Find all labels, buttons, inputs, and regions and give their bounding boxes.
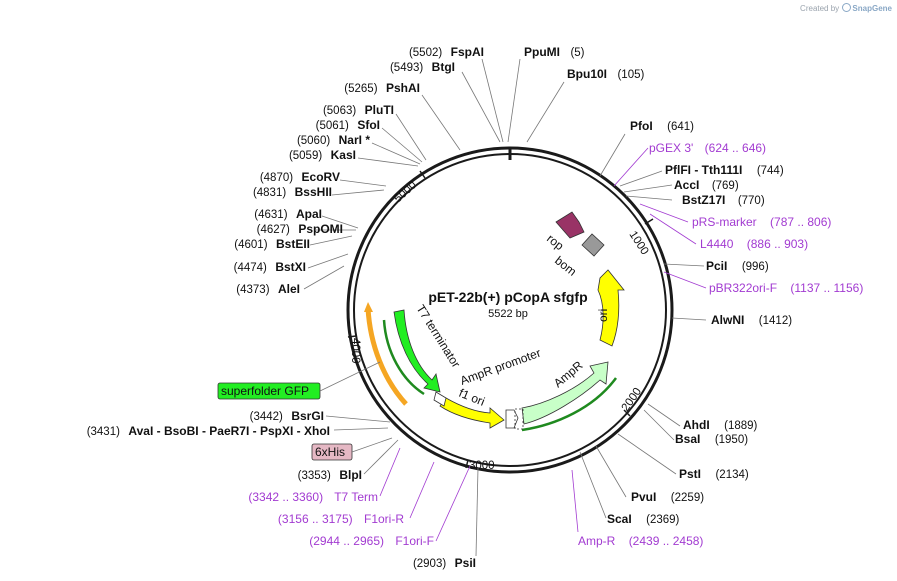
site-bstz17i: BstZ17I (770): [682, 191, 765, 208]
tick-label-2000: 2000: [620, 386, 645, 414]
site-scai: ScaI (2369): [607, 510, 680, 527]
orange-arc-arrowhead: [364, 302, 373, 312]
tick-label-3000: 3000: [469, 460, 495, 472]
site-bpu10i: Bpu10I (105): [567, 65, 644, 82]
site-btgi: (5493) BtgI: [390, 58, 455, 75]
site-ahdi: AhdI (1889): [683, 416, 758, 433]
tick-label-4000: 4000: [349, 338, 361, 364]
primer-sites: pGEX 3' (624 .. 646) pRS-marker (787 .. …: [248, 141, 863, 548]
restriction-sites: (5502) FspAI PpuMI (5) (5493) BtgI Bpu10…: [87, 43, 793, 571]
site-apai: (4631) ApaI: [254, 205, 322, 222]
site-pflfi-tth111i: PflFI - Tth111I (744): [665, 161, 784, 178]
site-avai-xhoi: (3431) AvaI - BsoBI - PaeR7I - PspXI - X…: [87, 422, 330, 439]
ampr-promoter-arrow: [505, 409, 519, 429]
rop-feature-arrow: [555, 211, 585, 239]
t7-terminator-shape: [433, 391, 447, 407]
site-pspomi: (4627) PspOMI: [257, 220, 343, 237]
his-tag-label: 6xHis: [315, 445, 345, 459]
site-blpi: (3353) BlpI: [298, 466, 362, 483]
site-ecorv: (4870) EcoRV: [260, 168, 340, 185]
primer-pbr322ori-f: pBR322ori-F (1137 .. 1156): [709, 281, 863, 295]
site-alwni: AlwNI (1412): [711, 311, 792, 328]
scale-ticks: [347, 170, 654, 469]
site-acci: AccI (769): [674, 176, 739, 193]
his-tag-leader-line: [351, 437, 393, 453]
primer-l4440: L4440 (886 .. 903): [700, 237, 808, 251]
primer-f1ori-f: (2944 .. 2965) F1ori-F: [309, 534, 434, 548]
primer-pgex3: pGEX 3' (624 .. 646): [649, 141, 766, 155]
site-leader-lines: [303, 58, 707, 557]
superfolder-gfp-label: superfolder GFP: [221, 384, 309, 398]
map-title: pET-22b(+) pCopA sfgfp: [428, 289, 587, 305]
primer-leader-lines: [379, 147, 707, 542]
bom-feature-box: [581, 233, 605, 257]
f1-ori-feature-arrow: [439, 397, 505, 429]
site-bsai: BsaI (1950): [675, 430, 748, 447]
site-pcii: PciI (996): [706, 257, 769, 274]
site-pfoi: PfoI (641): [630, 117, 694, 134]
site-nari: (5060) NarI *: [297, 131, 370, 148]
site-pvui: PvuI (2259): [631, 488, 704, 505]
site-fspai: (5502) FspAI: [409, 43, 484, 60]
t7-terminator-label: T7 terminator: [413, 302, 463, 370]
site-pluti: (5063) PluTI: [323, 101, 394, 118]
ampr-promoter-box: [514, 408, 524, 430]
gfp-feature-arrow: [393, 309, 441, 393]
site-ppumi: PpuMI (5): [524, 43, 585, 60]
rop-label: rop: [544, 231, 567, 253]
site-kasi: (5059) KasI: [289, 146, 356, 163]
site-bsrgi: (3442) BsrGI: [250, 407, 324, 424]
primer-prs-marker: pRS-marker (787 .. 806): [692, 215, 831, 229]
credit-brand: SnapGene: [852, 4, 892, 13]
site-psii: (2903) PsiI: [413, 554, 476, 571]
ori-feature-arrow: [597, 269, 625, 347]
site-bstxi: (4474) BstXI: [234, 258, 306, 275]
site-pshai: (5265) PshAI: [344, 79, 420, 96]
orange-feature-arc: [365, 307, 408, 406]
tick-label-5000: 5000: [392, 179, 419, 205]
credit-prefix: Created by: [800, 4, 840, 13]
snapgene-credit: Created by SnapGene: [800, 3, 892, 13]
ampr-promoter-label: AmpR promoter: [458, 346, 542, 388]
site-bsteii: (4601) BstEII: [234, 235, 310, 252]
primer-t7-term: (3342 .. 3360) T7 Term: [248, 490, 378, 504]
primer-amp-r: Amp-R (2439 .. 2458): [578, 534, 703, 548]
bom-label: bom: [552, 253, 579, 278]
ampr-strand-line: [521, 377, 618, 432]
map-subtitle: 5522 bp: [488, 308, 528, 320]
ori-label: ori: [596, 309, 610, 322]
site-psti: PstI (2134): [679, 465, 749, 482]
site-alei: (4373) AleI: [236, 280, 300, 297]
snapgene-logo-icon: [842, 3, 852, 12]
gfp-leader-line: [319, 361, 381, 392]
site-sfoi: (5061) SfoI: [316, 116, 380, 133]
gfp-strand-line: [382, 319, 425, 396]
site-bsshii: (4831) BssHII: [253, 183, 332, 200]
ampr-feature-arrow: [521, 361, 609, 425]
primer-f1ori-r: (3156 .. 3175) F1ori-R: [278, 512, 404, 526]
